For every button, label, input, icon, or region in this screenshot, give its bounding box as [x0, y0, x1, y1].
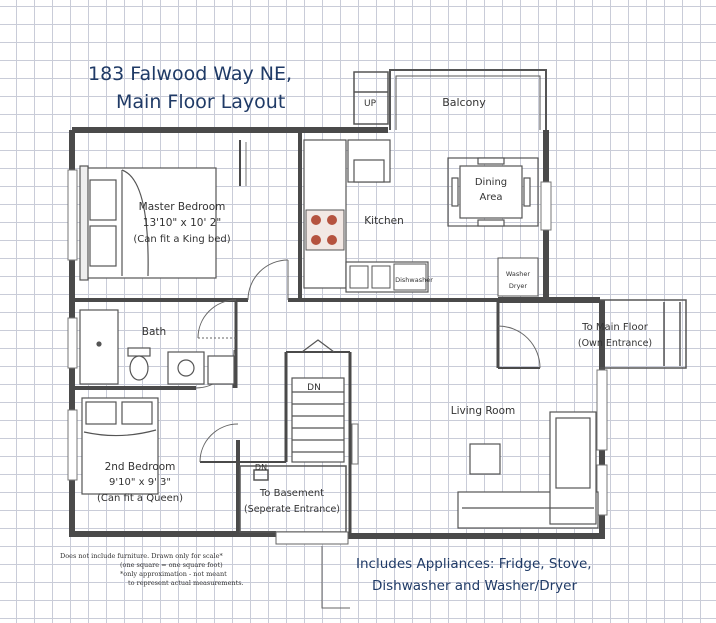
bath-fixtures	[79, 309, 235, 385]
dining-label-2: Area	[479, 192, 502, 203]
plan-title-line1: 183 Falwood Way NE,	[88, 63, 293, 85]
master-bedroom-size: 13'10" x 10' 2"	[143, 217, 221, 229]
to-main-floor-label-2: (Own Entrance)	[578, 338, 652, 349]
up-label: UP	[364, 99, 377, 109]
living-room-label: Living Room	[451, 405, 515, 417]
master-bedroom-name: Master Bedroom	[139, 201, 226, 213]
windows	[67, 169, 608, 516]
bath-label: Bath	[142, 326, 166, 338]
balcony-label: Balcony	[442, 96, 486, 109]
basement-dn-label: DN	[255, 463, 267, 472]
scale-note: Does not include furniture. Drawn only f…	[60, 552, 270, 588]
to-basement-label-2: (Seperate Entrance)	[244, 504, 340, 515]
to-basement-label-1: To Basement	[259, 488, 324, 499]
front-step	[275, 531, 350, 609]
master-bedroom-note: (Can fit a King bed)	[133, 234, 230, 245]
sectional-sofa	[457, 411, 599, 529]
main-floor-entrance	[600, 299, 687, 369]
scale-note-line4: to represent actual measurements.	[128, 579, 244, 587]
washer-dryer	[497, 257, 539, 297]
kitchen-label: Kitchen	[364, 215, 403, 227]
dryer-label: Dryer	[509, 282, 528, 290]
appliances-line2: Dishwasher and Washer/Dryer	[372, 578, 578, 594]
washer-label: Washer	[506, 270, 530, 278]
dining-set	[447, 157, 539, 227]
hall-rail	[351, 423, 359, 465]
dishwasher	[393, 263, 427, 291]
plan-title-line2: Main Floor Layout	[116, 91, 286, 113]
dishwasher-label: Dishwasher	[395, 276, 433, 284]
scale-note-line1: Does not include furniture. Drawn only f…	[60, 552, 223, 560]
sink	[349, 265, 391, 289]
up-stair	[353, 71, 389, 125]
scale-note-line2: (one square = one square foot)	[120, 561, 223, 569]
queen-bed	[81, 397, 159, 495]
plan-title: 183 Falwood Way NE, Main Floor Layout	[88, 60, 292, 116]
second-bedroom-note: (Can fit a Queen)	[97, 493, 183, 504]
appliances-note: Includes Appliances: Fridge, Stove, Dish…	[356, 553, 592, 597]
scale-note-line3: *only approximation - not meant	[120, 570, 227, 578]
basement-box	[239, 465, 347, 533]
balcony	[389, 69, 547, 130]
to-main-floor-label-1: To Main Floor	[581, 322, 649, 333]
stove	[305, 209, 345, 251]
second-bedroom-size: 9'10" x 9' 3"	[109, 477, 171, 488]
stairs-down	[291, 339, 345, 463]
coffee-table	[469, 443, 501, 475]
stair-dn-label: DN	[307, 383, 321, 393]
king-bed	[79, 165, 217, 281]
second-bedroom-name: 2nd Bedroom	[105, 461, 176, 473]
dining-label-1: Dining	[475, 177, 507, 188]
appliances-line1: Includes Appliances: Fridge, Stove,	[356, 556, 592, 572]
